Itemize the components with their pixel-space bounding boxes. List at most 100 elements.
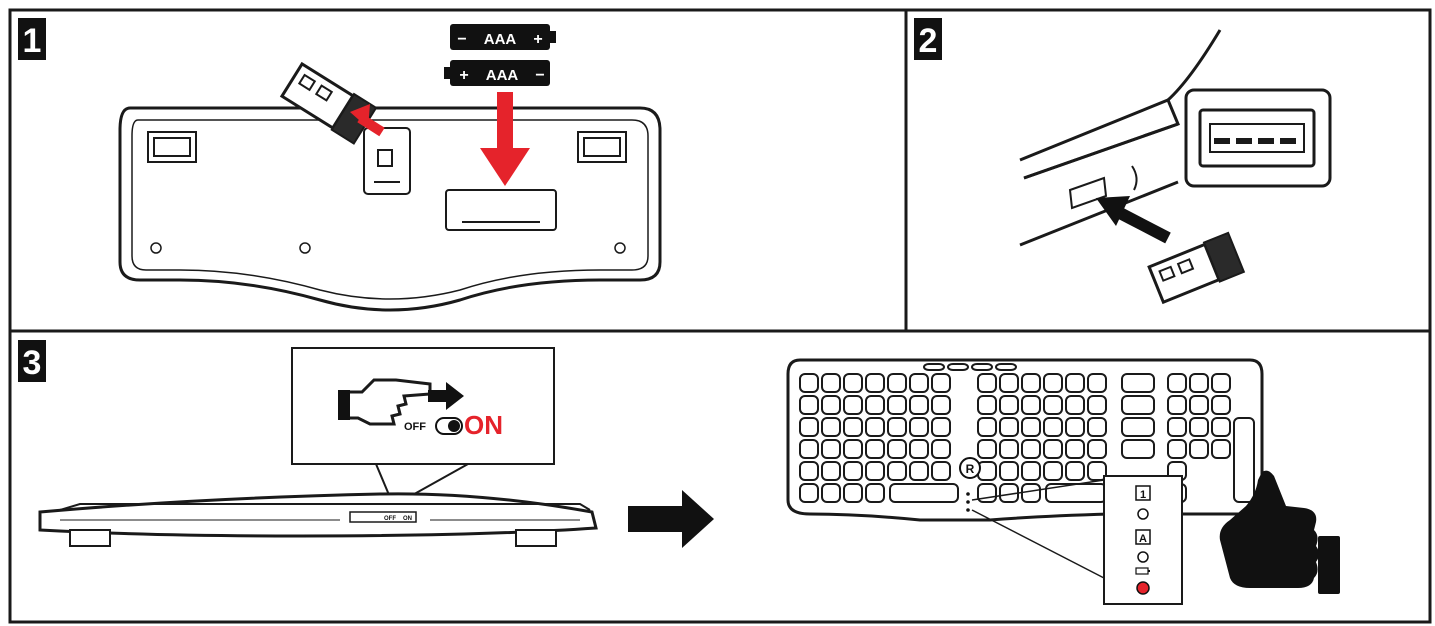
keyboard-side-view <box>38 492 598 547</box>
keyboard-key <box>1087 373 1107 393</box>
keyboard-key <box>887 417 907 437</box>
keyboard-key <box>1087 417 1107 437</box>
keyboard-key <box>865 483 885 503</box>
usb-receiver-icon <box>279 61 378 145</box>
keyboard-key <box>887 395 907 415</box>
foot-right <box>577 131 627 163</box>
keyboard-key <box>843 417 863 437</box>
keyboard-key <box>977 395 997 415</box>
keyboard-key <box>799 395 819 415</box>
keyboard-key <box>799 439 819 459</box>
screw-hole <box>299 242 311 254</box>
receiver-storage-slot <box>363 127 411 195</box>
pointing-hand-icon <box>338 378 432 426</box>
keyboard-key <box>1189 373 1209 393</box>
keyboard-key <box>909 461 929 481</box>
mini-switch-off-label: OFF <box>384 516 396 522</box>
keyboard-key <box>1021 483 1041 503</box>
switch-callout-box <box>291 347 555 503</box>
indicator-dots <box>966 492 970 512</box>
step-number-2: 2 <box>919 22 938 60</box>
keyboard-key <box>1087 395 1107 415</box>
keyboard-key <box>865 417 885 437</box>
keyboard-key <box>909 439 929 459</box>
battery-top-right-sign: + <box>533 31 542 48</box>
keyboard-key <box>1211 373 1231 393</box>
keyboard-key <box>999 417 1019 437</box>
keyboard-key <box>821 373 841 393</box>
keyboard-key <box>1065 417 1085 437</box>
keyboard-key <box>999 373 1019 393</box>
keyboard-key <box>1167 417 1187 437</box>
keyboard-key <box>999 461 1019 481</box>
battery-bottom-left-sign: + <box>459 67 468 84</box>
usb-port-pins <box>1214 138 1296 144</box>
slide-right-arrow-icon <box>428 382 464 410</box>
keyboard-key <box>865 395 885 415</box>
keyboard-key <box>1121 373 1155 393</box>
keyboard-key <box>1167 395 1187 415</box>
power-switch-icon <box>435 417 463 435</box>
keyboard-keys <box>799 363 1255 503</box>
brand-logo: R <box>959 457 981 479</box>
keyboard-key <box>995 363 1017 371</box>
keyboard-key <box>977 373 997 393</box>
keyboard-key <box>1065 439 1085 459</box>
keyboard-key <box>865 439 885 459</box>
battery-top-left-sign: − <box>457 31 466 48</box>
keyboard-key <box>1121 417 1155 437</box>
battery-bottom-right-sign: − <box>535 67 544 84</box>
step-number-3: 3 <box>23 344 42 382</box>
keyboard-key <box>909 395 929 415</box>
keyboard-key <box>821 461 841 481</box>
keyboard-key <box>1121 439 1155 459</box>
mini-switch-on-label: ON <box>403 516 412 522</box>
laptop-side-illustration <box>1019 29 1222 247</box>
keyboard-key <box>821 439 841 459</box>
keyboard-key <box>977 461 997 481</box>
keyboard-key <box>821 417 841 437</box>
keyboard-key <box>977 417 997 437</box>
keyboard-key <box>843 461 863 481</box>
keyboard-key <box>1087 439 1107 459</box>
battery-bottom-label: AAA <box>486 67 519 84</box>
switch-on-label: ON <box>464 410 503 440</box>
keyboard-key <box>931 461 951 481</box>
battery-top-label: AAA <box>484 31 517 48</box>
foot-left <box>147 131 197 163</box>
keyboard-key <box>1021 395 1041 415</box>
keyboard-key <box>1211 439 1231 459</box>
keyboard-key <box>999 395 1019 415</box>
keyboard-key <box>843 395 863 415</box>
keyboard-key <box>1121 395 1155 415</box>
indicator-callout: 1 A <box>971 475 1183 605</box>
keyboard-key <box>1043 395 1063 415</box>
insert-arrow-black-icon <box>1096 196 1171 244</box>
step-badge-2: 2 <box>914 18 942 60</box>
keyboard-key <box>971 363 993 371</box>
keyboard-key <box>843 373 863 393</box>
caps-lock-indicator: A <box>1135 529 1151 563</box>
keyboard-key <box>931 439 951 459</box>
keyboard-key <box>799 461 819 481</box>
keyboard-key <box>1167 439 1187 459</box>
screw-hole <box>614 242 626 254</box>
keyboard-key <box>865 373 885 393</box>
keyboard-underside <box>118 106 662 312</box>
keyboard-key <box>1043 461 1063 481</box>
brand-logo-letter: R <box>966 462 975 476</box>
step-number-1: 1 <box>23 22 42 60</box>
keyboard-key <box>1189 395 1209 415</box>
keyboard-key <box>999 439 1019 459</box>
keyboard-key <box>1043 373 1063 393</box>
step-badge-1: 1 <box>18 18 46 60</box>
keyboard-top-view: R <box>786 358 1264 522</box>
keyboard-key <box>1233 417 1255 503</box>
keyboard-key <box>1065 373 1085 393</box>
battery-top-icon: − AAA + <box>450 24 556 50</box>
keyboard-key <box>909 373 929 393</box>
usb-receiver-panel2-icon <box>1147 231 1246 305</box>
keyboard-key <box>931 395 951 415</box>
